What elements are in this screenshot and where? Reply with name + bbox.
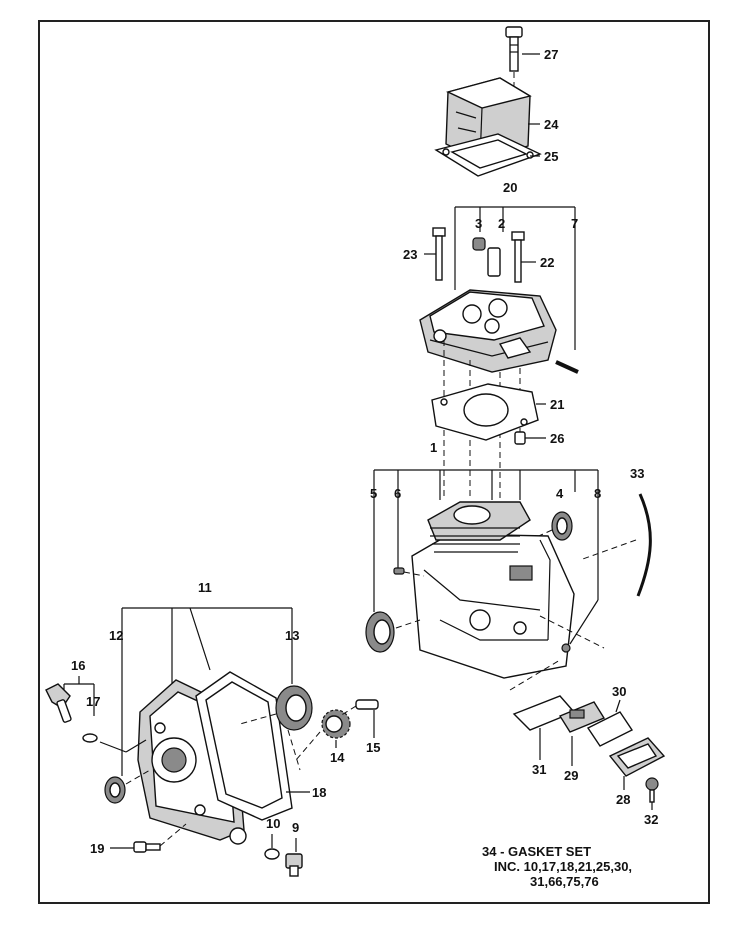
callout-33: 33 [630,466,644,481]
callout-17: 17 [86,694,100,709]
gasket-set-note-line2: INC. 10,17,18,21,25,30, [494,859,632,874]
drain-plug-9 [285,853,303,877]
dipstick-16 [45,683,72,723]
callout-30: 30 [612,684,626,699]
breather-valve-8 [561,643,571,653]
washer-10 [264,848,280,860]
screw-32 [645,777,659,803]
callout-18: 18 [312,785,326,800]
gasket-set-note-line3: 31,66,75,76 [530,874,599,889]
dowel-pin-6 [393,567,405,575]
callout-3: 3 [475,216,482,231]
gasket-25 [434,133,542,177]
governor-shaft-15 [355,699,379,710]
valve-seal-3 [472,237,486,251]
callout-16: 16 [71,658,85,673]
callout-12: 12 [109,628,123,643]
oil-seal-12 [104,776,126,804]
cylinder-head [419,289,557,373]
gasket-30 [586,711,634,747]
governor-gear-14 [321,709,351,739]
callout-22: 22 [540,255,554,270]
callout-10: 10 [266,816,280,831]
callout-20: 20 [503,180,517,195]
callout-5: 5 [370,486,377,501]
callout-21: 21 [550,397,564,412]
callout-1: 1 [430,440,437,455]
callout-31: 31 [532,762,546,777]
callout-9: 9 [292,820,299,835]
callout-14: 14 [330,750,345,765]
callout-19: 19 [90,841,104,856]
callout-25: 25 [544,149,558,164]
callout-6: 6 [394,486,401,501]
callout-26: 26 [550,431,564,446]
callout-13: 13 [285,628,299,643]
bolt-27 [505,26,523,72]
oil-seal-4 [551,511,573,541]
cover-gasket-18 [195,671,293,821]
gasket-set-note-title: 34 - GASKET SET [482,844,591,859]
valve-guide-2 [487,247,501,277]
breather-29 [558,701,606,733]
callout-23: 23 [403,247,417,262]
callout-28: 28 [616,792,630,807]
oil-line-33 [636,493,652,597]
callout-11: 11 [198,580,212,595]
bearing-5 [365,611,395,653]
cylinder-block [411,501,575,679]
callout-4: 4 [556,486,564,501]
callout-29: 29 [564,768,578,783]
bearing-13 [275,685,313,731]
o-ring-17 [82,733,98,743]
breather-cover-28 [608,737,666,777]
head-gasket-21 [431,383,539,441]
callout-24: 24 [544,117,559,132]
bolt-19 [133,841,161,853]
callout-8: 8 [594,486,601,501]
callout-27: 27 [544,47,558,62]
stud-7 [555,360,579,374]
dowel-26 [514,431,526,445]
stud-22 [511,231,525,283]
stud-23 [432,227,446,281]
callout-15: 15 [366,740,380,755]
callout-2: 2 [498,216,505,231]
callout-7: 7 [571,216,578,231]
callout-32: 32 [644,812,658,827]
